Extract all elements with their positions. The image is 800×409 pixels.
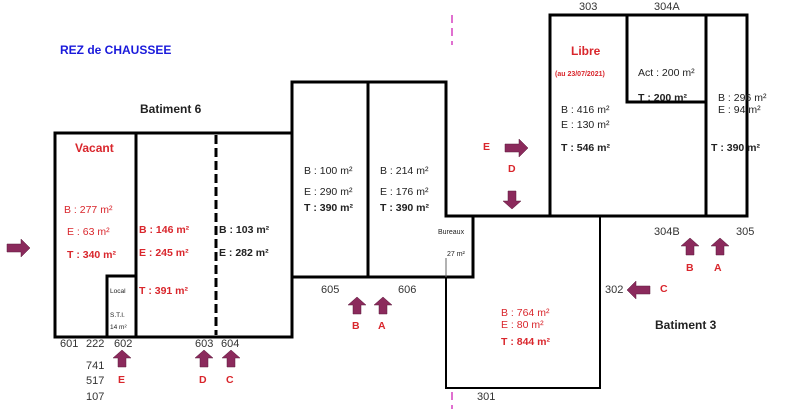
- lot601-t: T : 340 m²: [67, 249, 117, 261]
- lot605-b: B : 100 m²: [304, 165, 353, 177]
- building6-label: Batiment 6: [140, 102, 202, 116]
- bureaux-area: 27 m²: [447, 251, 465, 258]
- page-title: REZ de CHAUSSEE: [60, 43, 172, 57]
- local-area: 14 m²: [110, 324, 127, 331]
- lot603-b: B : 146 m²: [139, 224, 190, 236]
- lot604-b: B : 103 m²: [219, 224, 270, 236]
- status-date: (au 23/07/2021): [555, 71, 605, 78]
- arrow-up-icon: [347, 296, 367, 315]
- lot301-t: T : 844 m²: [501, 336, 551, 348]
- lot304a-act: Act : 200 m²: [638, 67, 695, 79]
- access-label: C: [226, 374, 234, 386]
- access-label: E: [483, 141, 491, 153]
- lot-number: 604: [221, 338, 240, 350]
- access-label: A: [378, 320, 386, 332]
- arrow-left-icon: [626, 280, 651, 300]
- access-label: D: [199, 374, 207, 386]
- lot603-t: T : 391 m²: [139, 285, 189, 297]
- arrow-up-icon: [373, 296, 393, 315]
- lot601-e: E : 63 m²: [67, 226, 110, 238]
- lot-number: 605: [321, 284, 340, 296]
- lot603-e: E : 245 m²: [139, 247, 189, 259]
- lot-number: 304B: [654, 226, 680, 238]
- lot606-b: B : 214 m²: [380, 165, 429, 177]
- arrow-up-icon: [112, 349, 132, 368]
- lot605-t: T : 390 m²: [304, 202, 354, 214]
- lot-number: 305: [736, 226, 755, 238]
- lot305-t: T : 390 m²: [711, 142, 761, 154]
- lot-number: 301: [477, 391, 496, 403]
- lot606-t: T : 390 m²: [380, 202, 430, 214]
- lot-number: 602: [114, 338, 133, 350]
- lot-number: 303: [579, 1, 598, 13]
- lot301-b: B : 764 m²: [501, 307, 550, 319]
- access-label: A: [714, 262, 722, 274]
- arrow-down-icon: [502, 190, 522, 210]
- local-label: Local: [110, 288, 126, 295]
- lot-number: 601: [60, 338, 79, 350]
- arrow-up-icon: [194, 349, 214, 368]
- access-label: B: [686, 262, 694, 274]
- bureaux-label: Bureaux: [438, 229, 465, 236]
- lot305-e: E : 94 m²: [718, 104, 761, 116]
- access-label: E: [118, 374, 126, 386]
- building3-label: Batiment 3: [655, 318, 717, 332]
- lot604-e: E : 282 m²: [219, 247, 269, 259]
- lot-number: 517: [86, 375, 105, 387]
- lot-number: 603: [195, 338, 214, 350]
- lot-number: 606: [398, 284, 417, 296]
- lot-number: 107: [86, 391, 105, 403]
- lot601-b: B : 277 m²: [64, 204, 113, 216]
- lot301-e: E : 80 m²: [501, 319, 544, 331]
- lot605-e: E : 290 m²: [304, 186, 353, 198]
- lot-number: 222: [86, 338, 105, 350]
- lot303-e: E : 130 m²: [561, 119, 610, 131]
- lot-number: 304A: [654, 1, 680, 13]
- lot606-e: E : 176 m²: [380, 186, 429, 198]
- arrow-right-icon: [6, 238, 31, 258]
- lot303-t: T : 546 m²: [561, 142, 611, 154]
- status-vacant: Vacant: [75, 141, 114, 155]
- access-label: D: [508, 163, 516, 175]
- access-label: B: [352, 320, 360, 332]
- arrow-right-icon: [504, 138, 529, 158]
- status-libre: Libre: [571, 44, 601, 58]
- local-sti: S.T.I.: [110, 312, 125, 319]
- arrow-up-icon: [710, 237, 730, 256]
- lot303-b: B : 416 m²: [561, 104, 610, 116]
- lot304a-t: T : 200 m²: [638, 92, 688, 104]
- access-label: C: [660, 283, 668, 295]
- lot-number: 741: [86, 360, 105, 372]
- arrow-up-icon: [680, 237, 700, 256]
- lot-number: 302: [605, 284, 624, 296]
- arrow-up-icon: [221, 349, 241, 368]
- lot305-b: B : 296 m²: [718, 92, 767, 104]
